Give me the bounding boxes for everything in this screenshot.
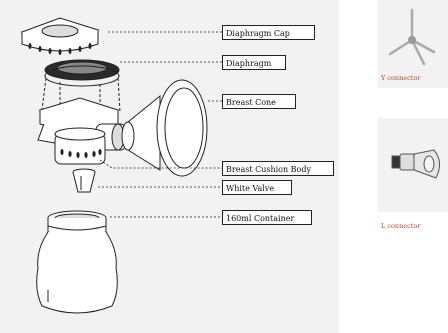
label-breast-cushion-body: Breast Cushion Body xyxy=(222,161,334,176)
y-connector-caption: Y connector xyxy=(381,74,421,82)
diaphragm-drawing xyxy=(44,59,120,87)
diaphragm-cap-drawing xyxy=(20,17,100,55)
label-diaphragm: Diaphragm xyxy=(222,55,286,70)
exploded-diagram-panel: Diaphragm Cap Diaphragm Breast Cone Brea… xyxy=(0,0,339,333)
label-breast-cone: Breast Cone xyxy=(222,94,296,109)
label-diaphragm-cap: Diaphragm Cap xyxy=(222,25,315,40)
container-drawing xyxy=(36,210,118,314)
y-connector-icon xyxy=(388,8,436,66)
label-white-valve: White Valve xyxy=(222,180,292,195)
y-connector-card[interactable]: Y connector xyxy=(378,0,448,88)
breast-cone-drawing xyxy=(121,79,208,177)
breast-pump-exploded-view xyxy=(20,17,222,314)
l-connector-caption: L connector xyxy=(381,222,421,230)
white-valve-drawing xyxy=(72,168,96,193)
label-160ml-container: 160ml Container xyxy=(222,210,312,225)
l-connector-icon xyxy=(391,149,440,179)
breast-cushion-body-drawing xyxy=(37,97,127,165)
l-connector-card[interactable]: L connector xyxy=(378,118,448,230)
